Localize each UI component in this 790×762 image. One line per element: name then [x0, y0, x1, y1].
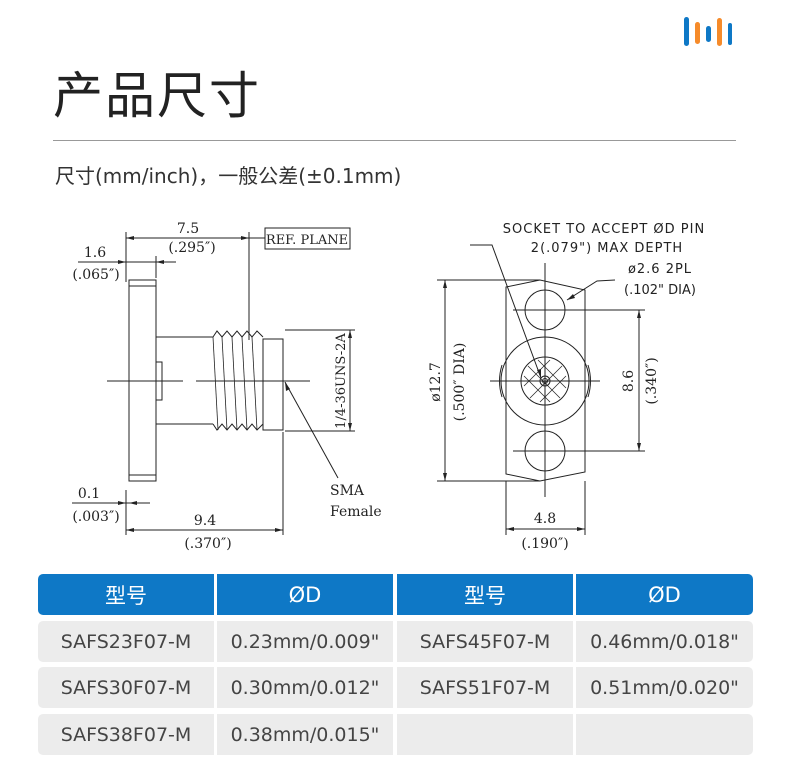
brand-logo-icon — [684, 17, 732, 46]
header-model: 型号 — [397, 574, 573, 615]
title-divider — [53, 140, 736, 141]
cell-diameter: 0.23mm/0.009" — [217, 621, 393, 662]
dim-length: 7.5 — [177, 221, 199, 237]
tolerance-note: 尺寸(mm/inch)，一般公差(±0.1mm) — [55, 164, 402, 188]
front-view: SOCKET TO ACCEPT ØD PIN 2(.079") MAX DEP… — [428, 222, 705, 552]
page-title: 产品尺寸 — [53, 67, 261, 125]
socket-depth: 2(.079") MAX DEPTH — [531, 241, 683, 256]
thread-spec: 1/4-36UNS-2A — [334, 333, 349, 429]
header-model: 型号 — [38, 574, 214, 615]
cell-diameter: 0.38mm/0.015" — [217, 714, 393, 755]
cell-model: SAFS51F07-M — [397, 667, 573, 708]
dim-length-inch: (.295″) — [168, 240, 215, 256]
hole-spacing: 8.6 — [621, 370, 637, 392]
width-dim: 4.8 — [534, 511, 556, 527]
dim-total: 9.4 — [194, 513, 216, 529]
technical-drawing: 7.5 (.295″) REF. PLANE 1.6 (.065″) 0.1 (… — [72, 221, 705, 552]
dim-gap-inch: (.003″) — [72, 509, 119, 525]
cell-empty — [576, 714, 753, 755]
header-diameter: ØD — [576, 574, 753, 615]
dim-flange-inch: (.065″) — [72, 267, 119, 283]
ref-plane-label: REF. PLANE — [266, 233, 348, 248]
cell-model: SAFS23F07-M — [38, 621, 214, 662]
cell-diameter: 0.30mm/0.012" — [217, 667, 393, 708]
cell-model: SAFS45F07-M — [397, 621, 573, 662]
flange-diameter: ø12.7 — [428, 362, 444, 402]
hole-spacing-inch: (.340″) — [644, 357, 660, 404]
cell-diameter: 0.46mm/0.018" — [576, 621, 753, 662]
flange-diameter-inch: (.500″ DIA) — [452, 343, 468, 422]
connector-type: SMA — [330, 483, 365, 499]
socket-note: SOCKET TO ACCEPT ØD PIN — [503, 222, 705, 237]
width-dim-inch: (.190″) — [521, 536, 568, 552]
dim-total-inch: (.370″) — [184, 536, 231, 552]
side-view: 7.5 (.295″) REF. PLANE 1.6 (.065″) 0.1 (… — [72, 221, 382, 552]
cell-model: SAFS38F07-M — [38, 714, 214, 755]
dim-gap: 0.1 — [78, 486, 100, 502]
cell-model: SAFS30F07-M — [38, 667, 214, 708]
cell-empty — [397, 714, 573, 755]
hole-diameter: ø2.6 2PL — [628, 262, 692, 277]
hole-diameter-inch: (.102" DIA) — [624, 283, 696, 298]
header-diameter: ØD — [217, 574, 393, 615]
dim-flange: 1.6 — [84, 245, 106, 261]
connector-gender: Female — [330, 504, 382, 520]
cell-diameter: 0.51mm/0.020" — [576, 667, 753, 708]
